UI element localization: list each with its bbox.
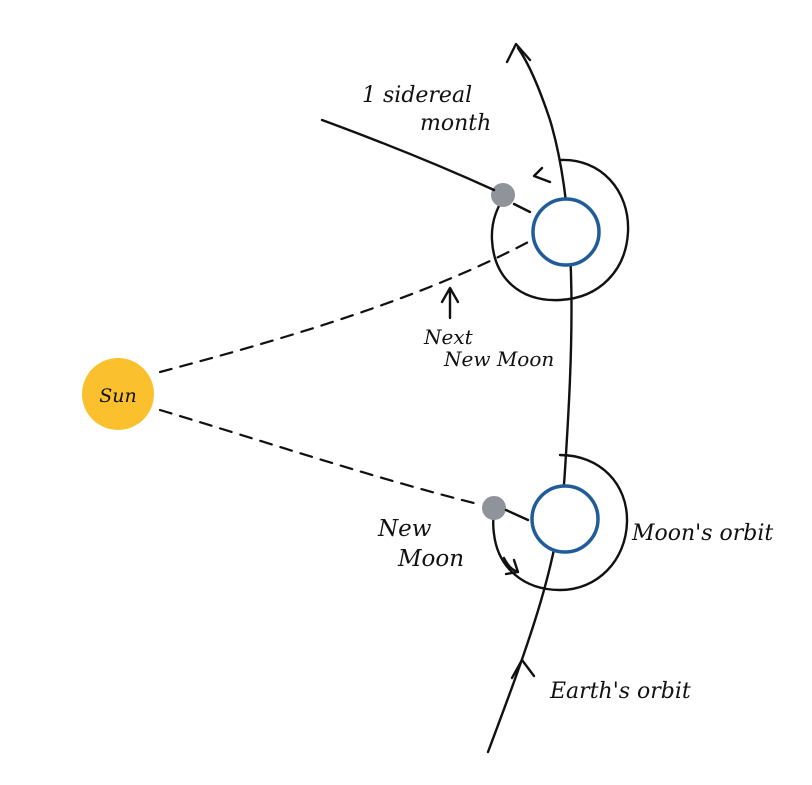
moons-orbit-label: Moon's orbit	[631, 521, 773, 546]
next-new-moon-label-line2: New Moon	[443, 347, 554, 371]
upper-moon-orbit	[490, 158, 630, 302]
lower-moon-tether	[504, 508, 530, 522]
sun-to-new-moon-dashed-line	[158, 408, 484, 507]
upper-moon-orbit-arrow	[532, 166, 552, 184]
sun-to-next-new-moon-dashed-line	[158, 238, 534, 374]
lower-earth	[530, 484, 600, 554]
sidereal-month-label-line2: month	[420, 111, 491, 136]
earths-orbit-label: Earth's orbit	[549, 679, 691, 704]
lower-moon-orbit	[492, 453, 629, 592]
sidereal-month-label-line1: 1 sidereal	[362, 83, 472, 108]
earths-orbit-path	[486, 46, 573, 754]
new-moon-label-line1: New	[377, 516, 432, 542]
lower-moon	[482, 496, 506, 520]
earths-orbit-arrowhead-bottom	[510, 658, 536, 680]
sun-label: Sun	[99, 385, 137, 407]
sidereal-month-pointer	[320, 118, 496, 192]
sun-disc	[82, 358, 154, 430]
upper-earth	[531, 197, 601, 267]
next-new-moon-label-line1: Next	[423, 325, 474, 349]
upper-moon	[491, 183, 515, 207]
earths-orbit-arrowhead-top	[505, 42, 532, 64]
lower-moon-orbit-arrow	[502, 556, 520, 576]
new-moon-label-line2: Moon	[397, 546, 464, 572]
next-new-moon-pointer-arrow	[440, 286, 460, 320]
upper-moon-tether	[512, 202, 532, 214]
